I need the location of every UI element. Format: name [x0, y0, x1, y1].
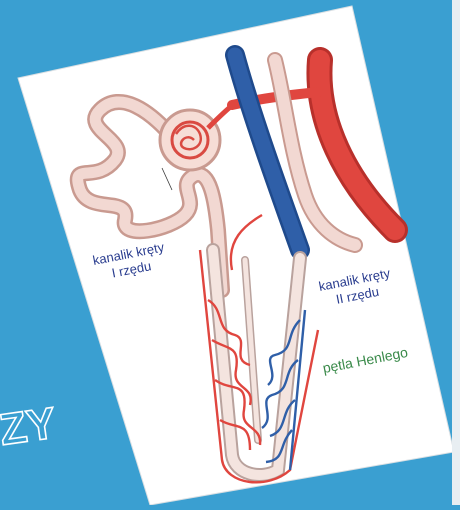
- right-edge-strip: [452, 0, 460, 505]
- corner-letters-text: ZY: [0, 399, 59, 455]
- corner-letters: ZY: [0, 399, 59, 455]
